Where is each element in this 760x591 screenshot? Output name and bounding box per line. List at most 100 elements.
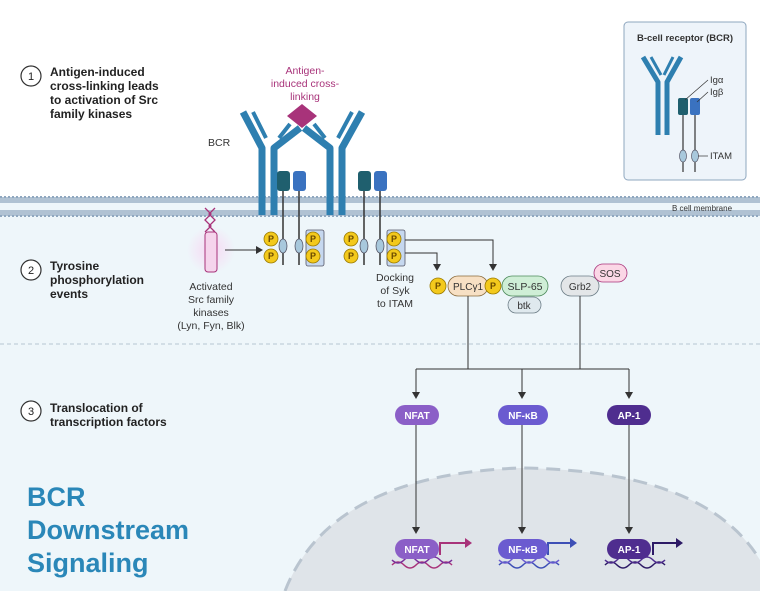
tss-arrow-nfkb: [547, 542, 570, 555]
sos-label: SOS: [599, 269, 620, 280]
ig-alpha-right: [358, 171, 371, 191]
step-2-number: 2: [28, 265, 34, 277]
step-2: 2 Tyrosine phosphorylation events: [20, 259, 144, 301]
title-line-1: BCR: [27, 482, 86, 512]
step-2-line-1: Tyrosine: [50, 259, 99, 273]
inset-title: B-cell receptor (BCR): [637, 33, 733, 44]
phospho-1: P: [268, 234, 274, 244]
phospho-6: P: [348, 251, 354, 261]
step-1-number: 1: [28, 71, 34, 83]
tf-ap1-label: AP-1: [618, 411, 641, 422]
inset-iga-label: Igα: [710, 75, 724, 86]
step-3-number: 3: [28, 406, 34, 418]
step-3: 3 Translocation of transcription factors: [20, 400, 167, 429]
dna-ap1: [604, 561, 666, 569]
step-2-line-2: phosphorylation: [50, 273, 144, 287]
inset-heavy-chain-right: [664, 55, 684, 135]
btk-label: btk: [517, 301, 531, 312]
phospho-plc-2: P: [490, 281, 496, 291]
bcr-receptor-left: [239, 110, 306, 265]
tf-nfat-cytoplasm: [395, 405, 439, 425]
nucleus-tf-nfat: NFAT: [391, 538, 472, 569]
step-1-line-1: Antigen-induced: [50, 65, 145, 79]
signaling-complex: PLCγ1 P P SLP-65 btk Grb2 SOS: [429, 263, 628, 314]
tf-nfkb-nucleus: [498, 539, 548, 559]
src-kinase: [204, 231, 218, 273]
title-line-3: Signaling: [27, 548, 149, 578]
tss-arrow-nfat: [439, 542, 465, 555]
tf-nfat-label: NFAT: [404, 411, 429, 422]
syk-label-line-2: of Syk: [380, 285, 410, 297]
plc-label: PLCγ1: [453, 282, 483, 293]
tf-ap1-nucleus: [607, 539, 651, 559]
slp-65: [501, 275, 549, 297]
dna-nfat: [391, 561, 453, 569]
bcr-label: BCR: [208, 137, 231, 149]
inset-igb-label: Igβ: [710, 87, 724, 98]
step-2-circle: [20, 259, 42, 281]
slp-label: SLP-65: [507, 281, 542, 293]
arrow-syk-to-plc: [405, 252, 441, 271]
kinase-label-line-2: Src family: [188, 294, 235, 306]
bcr-inset: B-cell receptor (BCR) Igα Igβ ITAM: [623, 21, 747, 181]
phospho-3: P: [310, 234, 316, 244]
syk-label-line-1: Docking: [376, 272, 414, 284]
itam-4: [375, 238, 385, 254]
phospho-4: P: [310, 251, 316, 261]
btk: [507, 296, 542, 314]
branch-lines: [412, 296, 633, 399]
title-line-2: Downstream: [27, 515, 189, 545]
antigen-label-line-3: linking: [290, 91, 320, 103]
arrow-syk-to-slp: [405, 239, 497, 271]
tf-nfkb-nucleus-label: NF-κB: [508, 545, 537, 556]
antigen: [287, 104, 317, 128]
grb2-label: Grb2: [569, 282, 592, 293]
nucleus-tf-nfkb: NF-κB: [498, 538, 577, 569]
nuclear-envelope: [283, 466, 760, 591]
phospho-group: P P P P P P P P: [263, 231, 402, 264]
tf-ap1-cytoplasm: [607, 405, 651, 425]
antigen-label-line-1: Antigen-: [285, 65, 325, 77]
itam-3: [359, 238, 369, 254]
step-3-line-2: transcription factors: [50, 415, 167, 429]
kinase-label-line-1: Activated: [189, 281, 232, 293]
antigen-label-line-2: induced cross-: [271, 78, 340, 90]
tf-nfat-nucleus-label: NFAT: [404, 545, 429, 556]
tf-nfkb-cytoplasm: [498, 405, 548, 425]
kinase-label-line-4: (Lyn, Fyn, Blk): [177, 320, 244, 332]
step-1-line-2: cross-linking leads: [50, 79, 159, 93]
phospho-5: P: [348, 234, 354, 244]
step-1-circle: [20, 65, 42, 87]
phospho-8: P: [391, 251, 397, 261]
step-1: 1 Antigen-induced cross-linking leads to…: [20, 65, 159, 121]
membrane-label: B cell membrane: [672, 204, 733, 213]
tf-nfkb-label: NF-κB: [508, 411, 537, 422]
tf-nfat-nucleus: [395, 539, 439, 559]
step-3-line-1: Translocation of: [50, 401, 144, 415]
kinase-label-line-3: kinases: [193, 307, 229, 319]
inset-ig-beta: [690, 98, 700, 115]
phospho-2: P: [268, 251, 274, 261]
phospho-plc-1: P: [435, 281, 441, 291]
tf-ap1-nucleus-label: AP-1: [618, 545, 641, 556]
step-2-line-3: events: [50, 287, 88, 301]
itam-1: [278, 238, 288, 254]
itam-2: [294, 238, 304, 254]
tss-arrow-ap1: [652, 542, 676, 555]
bcr-receptor-right: [301, 110, 387, 265]
inset-ig-alpha: [678, 98, 688, 115]
inset-itam-2: [691, 149, 699, 163]
phospho-7: P: [391, 234, 397, 244]
kinase-tail: [204, 207, 216, 233]
nucleus-tf-ap1: AP-1: [604, 538, 683, 569]
syk-label-line-3: to ITAM: [377, 298, 413, 310]
ig-beta-left: [293, 171, 306, 191]
inset-itam-label: ITAM: [710, 151, 732, 162]
ig-alpha-left: [277, 171, 290, 191]
inset-itam-1: [679, 149, 687, 163]
step-1-line-3: to activation of Src: [50, 93, 158, 107]
step-3-circle: [20, 400, 42, 422]
sos: [593, 263, 628, 283]
